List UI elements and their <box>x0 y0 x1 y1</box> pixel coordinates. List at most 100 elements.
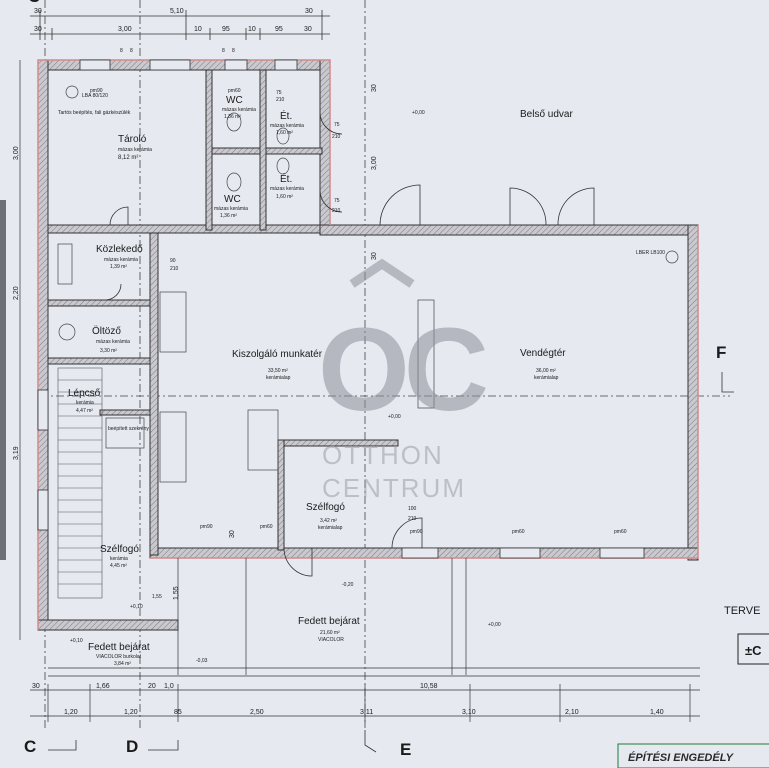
room-fedett-bejarat-2: Fedett bejárat VIACOLOR burkolat 3,84 m² <box>88 642 150 667</box>
bottom-dimension-lines <box>30 684 700 722</box>
watermark-line1: OTTHON <box>322 440 444 470</box>
room-floor: kerámialap <box>266 375 291 381</box>
doors <box>104 111 595 577</box>
tank-note: Tartós beépítés, fali gázkészülék <box>58 110 131 116</box>
room-oltozo: Öltöző mázas kerámia 3,30 m² <box>92 325 130 354</box>
level-6: -0,03 <box>196 658 208 664</box>
room-name: Ét. <box>280 172 292 185</box>
door-size-9: 210 <box>170 266 179 272</box>
room-area: 3,30 m² <box>100 348 117 354</box>
watermark-line2: CENTRUM <box>322 473 466 503</box>
section-d-bottom: D <box>126 737 138 756</box>
door-size-6: 100 <box>408 506 417 512</box>
vent-label: LBER LB100 <box>636 250 665 256</box>
room-floor: mázas kerámia <box>222 107 256 113</box>
room-area: 21,60 m² <box>320 630 340 636</box>
room-area: 1,36 m² <box>224 114 241 120</box>
sill-4: pm60 <box>512 529 525 535</box>
dim-bottom2-2: 85 <box>174 709 182 716</box>
dim-bottom1-3: 1,0 <box>164 683 174 690</box>
dim-top-small-0: 8 <box>120 48 123 54</box>
level-7: +0,00 <box>488 622 501 628</box>
level-2: +0,00 <box>388 414 401 420</box>
room-floor: mázas kerámia <box>214 206 248 212</box>
left-dark-edge <box>0 200 6 560</box>
room-floor: VIACOLOR burkolat <box>96 654 142 660</box>
dim-top1-2: 30 <box>305 8 313 15</box>
dim-bottom2-0: 1,20 <box>64 709 78 716</box>
room-area: 4,45 m² <box>110 563 127 569</box>
dim-top2-2: 10 <box>194 26 202 33</box>
sill-5: pm60 <box>614 529 627 535</box>
room-wc-1: WC mázas kerámia 1,36 m² <box>222 95 256 120</box>
room-taroló: Tároló mázas kerámia 8,12 m² <box>118 134 152 161</box>
room-wc-2: WC mázas kerámia 1,36 m² <box>214 194 248 219</box>
door-size-0: 75 <box>276 90 282 96</box>
room-floor: mázas kerámia <box>270 186 304 192</box>
door-size-5: 210 <box>332 208 341 214</box>
room-floor: mázas kerámia <box>118 147 152 153</box>
room-name: Öltöző <box>92 325 121 337</box>
sill-1: pm60 <box>228 88 241 94</box>
dim-bottom2-7: 1,40 <box>650 709 664 716</box>
misc-dim-0: 1,55 <box>152 594 162 600</box>
room-name: Szélfogó <box>306 502 345 513</box>
terve-label: TERVE <box>724 605 760 617</box>
dim-bottom1-2: 20 <box>148 683 156 690</box>
level-4: +0,10 <box>130 604 143 610</box>
room-area: 1,60 m² <box>276 194 293 200</box>
top-dimension-lines <box>30 10 330 40</box>
dim-top1-0: 30 <box>34 8 42 15</box>
dim-top2-5: 95 <box>275 26 283 33</box>
room-name: Kiszolgáló munkatér <box>232 349 323 360</box>
door-size-1: 210 <box>276 97 285 103</box>
dim-top-small-2: 8 <box>222 48 225 54</box>
room-area: 3,42 m² <box>320 518 337 524</box>
room-name: Közlekedő <box>96 244 143 255</box>
dim-top2-3: 95 <box>222 26 230 33</box>
dim-left-2: 3,19 <box>13 446 20 460</box>
room-name: Fedett bejárat <box>298 616 360 627</box>
room-name: WC <box>224 194 241 205</box>
dim-bottom1-1: 1,66 <box>96 683 110 690</box>
dim-top2-6: 30 <box>304 26 312 33</box>
room-kiszolgalo-munkater: Kiszolgáló munkatér 33,50 m² kerámialap <box>232 349 323 381</box>
stairs <box>57 367 103 599</box>
dim-top-small-1: 8 <box>130 48 133 54</box>
door-size-4: 75 <box>334 198 340 204</box>
section-f: F <box>716 343 726 362</box>
dim-misc-1: 30 <box>371 252 378 260</box>
permit-box <box>617 743 769 768</box>
dim-misc-2: 30 <box>229 530 236 538</box>
section-c-bottom: C <box>24 737 36 756</box>
dim-right-1: 30 <box>371 84 378 92</box>
dim-left-0: 3,00 <box>13 146 20 160</box>
sill-0: pm90 <box>90 88 103 94</box>
permit-label: ÉPÍTÉSI ENGEDÉLY <box>628 751 735 764</box>
level-3: -0,20 <box>342 582 354 588</box>
dim-bottom1-4: 10,58 <box>420 683 438 690</box>
door-size-3: 210 <box>332 134 341 140</box>
dim-right-0: 3,00 <box>371 156 378 170</box>
room-area: 36,00 m² <box>536 368 556 374</box>
dim-left-1: 2,20 <box>13 286 20 300</box>
dim-top2-4: 10 <box>248 26 256 33</box>
section-c-top: C <box>28 0 40 6</box>
room-szelfogo-2: Szélfogó kerámia 4,45 m² <box>100 544 139 569</box>
level-5: +0,10 <box>70 638 83 644</box>
room-lepcso: Lépcső kerámia 4,47 m² <box>68 388 101 414</box>
sill-3: pm90 <box>410 529 423 535</box>
canopy <box>48 558 700 677</box>
room-area: 1,36 m² <box>220 213 237 219</box>
room-szelfogo-1: Szélfogó 3,42 m² kerámialap <box>306 502 345 531</box>
dim-bottom2-4: 3,11 <box>360 709 373 716</box>
dim-bottom2-3: 2,50 <box>250 709 264 716</box>
dim-top-small-3: 8 <box>232 48 235 54</box>
room-floor: VIACOLOR <box>318 637 344 643</box>
section-arrows <box>48 372 734 753</box>
watermark: OC OTTHON CENTRUM <box>318 258 492 503</box>
dim-left-3: 1,55 <box>173 586 180 600</box>
dim-bottom2-5: 3,10 <box>462 709 476 716</box>
room-et-2: Ét. mázas kerámia 1,60 m² <box>270 172 304 200</box>
